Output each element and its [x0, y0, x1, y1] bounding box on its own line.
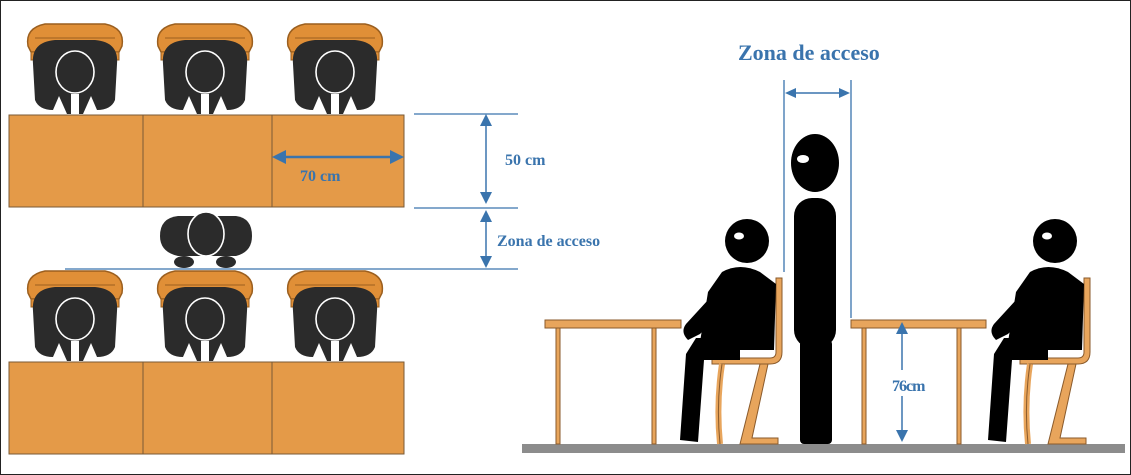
seated-person-top-view-icon — [26, 270, 124, 364]
height-label: 76cm — [892, 378, 926, 395]
seated-person-top-view-icon — [26, 23, 124, 117]
standing-person-side-icon — [791, 134, 839, 444]
seated-person-side-icon — [680, 219, 783, 445]
floor — [522, 444, 1125, 453]
seated-person-top-view-icon — [156, 23, 254, 117]
side-view: Zona de acceso — [522, 40, 1125, 453]
walking-person-top-view-icon — [160, 211, 252, 268]
depth-dimension — [65, 113, 518, 270]
table-side-left — [544, 319, 682, 445]
desk-row-bottom — [8, 361, 405, 455]
height-label-bg — [888, 370, 938, 396]
table-side-right — [850, 319, 987, 445]
desk-row-top — [8, 114, 405, 208]
access-zone-title: Zona de acceso — [738, 40, 880, 65]
width-dimension-arrow — [272, 150, 404, 164]
seated-person-top-view-icon — [156, 270, 254, 364]
seated-person-top-view-icon — [286, 23, 384, 117]
access-zone-dimension — [783, 80, 852, 318]
plan-view: 70 cm — [8, 23, 600, 455]
width-label: 70 cm — [300, 168, 341, 185]
seated-person-side-icon — [988, 219, 1091, 445]
seated-person-top-view-icon — [286, 270, 384, 364]
access-zone-label-plan: Zona de acceso — [497, 233, 600, 250]
depth-label: 50 cm — [505, 152, 546, 169]
